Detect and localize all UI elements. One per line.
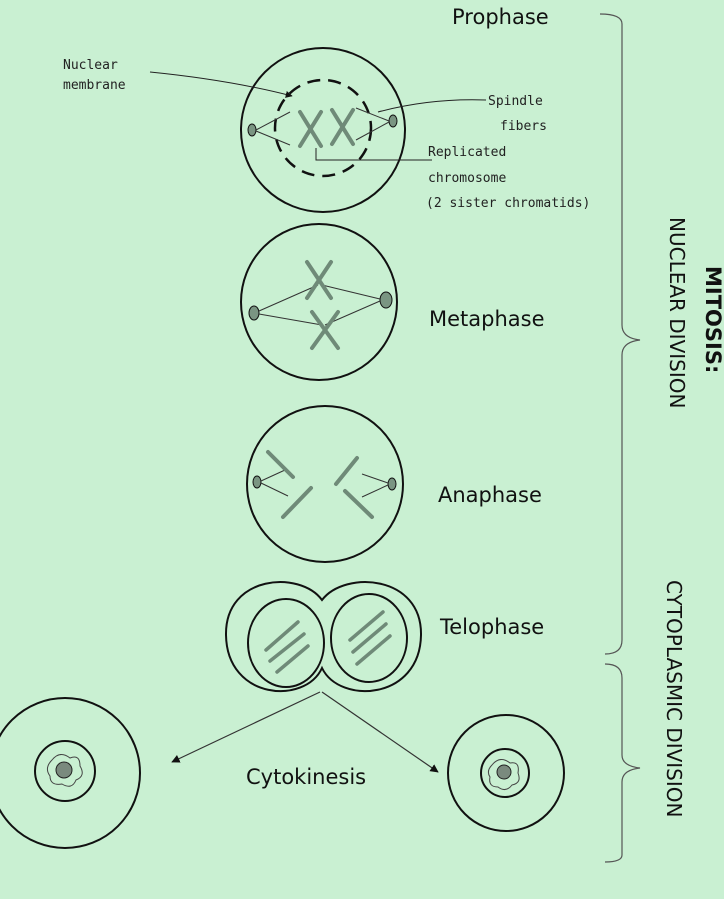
centrosome-right (380, 292, 392, 308)
telophase-label: Telophase (439, 615, 544, 639)
replicated-chromosome-label-line1: Replicated (428, 145, 506, 160)
centrosome-left (248, 124, 256, 136)
centrosome-left (253, 476, 261, 488)
telophase-chromosomes (266, 612, 390, 672)
spindle-fibers-label-line1: Spindle (488, 94, 543, 109)
anaphase-cell (247, 406, 403, 562)
cytoplasmic-division-bracket (605, 664, 640, 862)
nuclear-membrane (275, 80, 371, 176)
chromosomes (307, 262, 338, 348)
nuclear-division-bracket (600, 14, 640, 654)
telophase-cell (226, 582, 421, 691)
replicated-chromosomes (300, 110, 353, 146)
metaphase-cell (241, 224, 397, 380)
cytoplasmic-division-label: CYTOPLASMIC DIVISION (662, 580, 686, 817)
spindle-fibers-label-line2: fibers (500, 119, 547, 134)
prophase-cell (150, 48, 486, 212)
prophase-label: Prophase (452, 5, 549, 29)
spindle-fibers (261, 470, 388, 497)
separating-chromatids (268, 452, 372, 517)
replicated-chromosome-label-line3: (2 sister chromatids) (426, 196, 590, 211)
centrosome-left (249, 306, 259, 320)
replicated-chromosome-label-line2: chromosome (428, 171, 506, 186)
brackets (600, 14, 640, 862)
anaphase-label: Anaphase (438, 483, 542, 507)
nuclear-membrane-label-line2: membrane (63, 78, 126, 93)
centrosome-right (389, 115, 397, 127)
mitosis-label: MITOSIS: (701, 266, 724, 373)
nuclear-division-label: NUCLEAR DIVISION (665, 217, 689, 408)
nucleus-left (248, 599, 324, 687)
daughter-cell-left (0, 698, 140, 848)
metaphase-label: Metaphase (429, 307, 545, 331)
cytokinesis-label: Cytokinesis (246, 765, 366, 789)
cytokinesis-arrows (172, 692, 438, 772)
centrosome-right (388, 478, 396, 490)
daughter-cell-right (448, 715, 564, 831)
nuclear-membrane-label-line1: Nuclear (63, 58, 118, 73)
